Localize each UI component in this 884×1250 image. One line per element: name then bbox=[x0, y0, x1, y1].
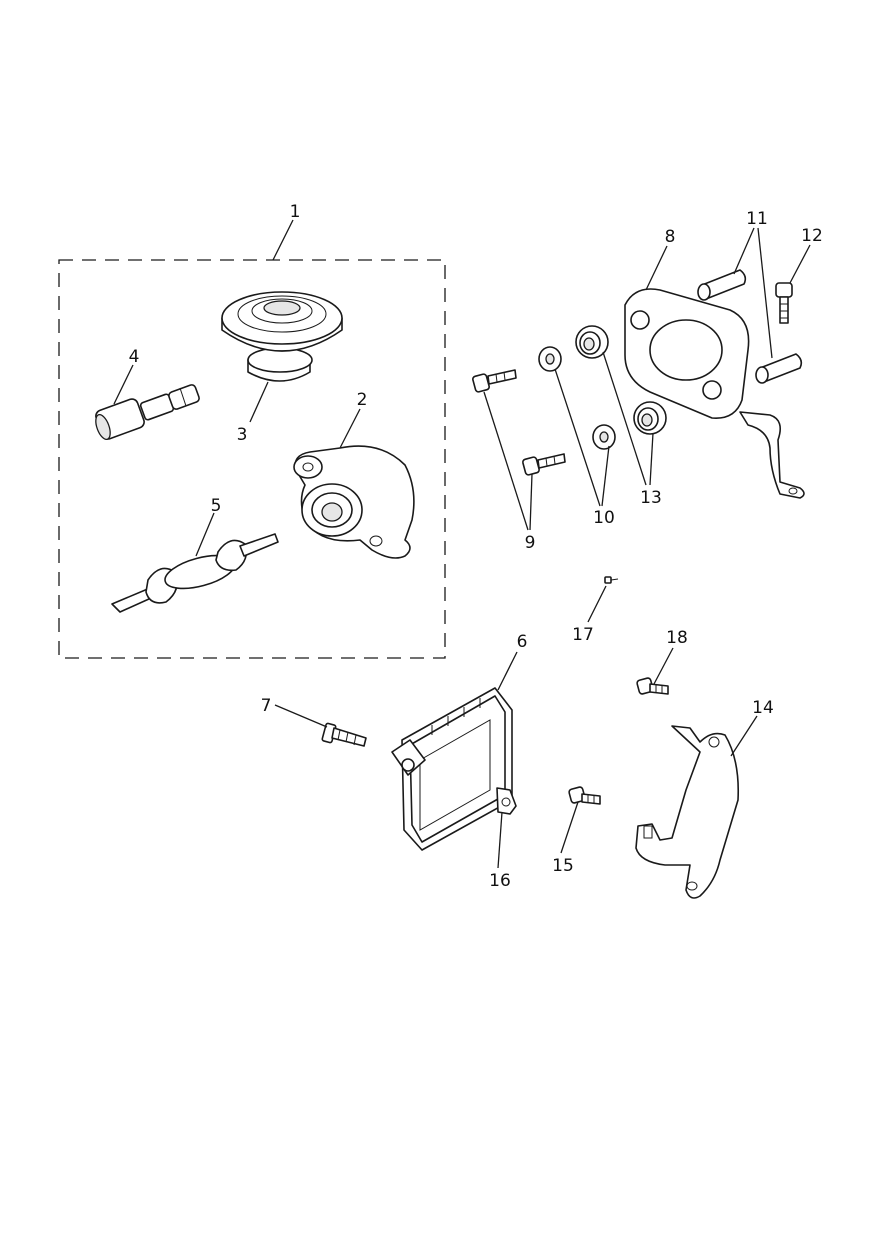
leader-lines bbox=[113, 219, 811, 869]
callout-14: 14 bbox=[752, 698, 774, 718]
grommet-upper-part[interactable] bbox=[575, 325, 609, 359]
callout-10: 10 bbox=[593, 508, 615, 528]
screw-15-part[interactable] bbox=[568, 786, 601, 805]
bolt-upper-part[interactable] bbox=[472, 369, 517, 393]
callout-labels: 1 2 3 4 5 6 7 8 9 10 11 12 13 14 15 16 1… bbox=[129, 202, 823, 891]
screw-18-part[interactable] bbox=[636, 677, 669, 695]
grommet-lower-part[interactable] bbox=[633, 401, 667, 435]
small-bolt-part[interactable] bbox=[775, 282, 793, 324]
callout-15: 15 bbox=[552, 856, 574, 876]
callout-18: 18 bbox=[666, 628, 688, 648]
callout-4: 4 bbox=[129, 347, 140, 367]
fuel-cap-part[interactable] bbox=[221, 291, 343, 382]
ignition-housing-part[interactable] bbox=[293, 445, 415, 559]
callout-17: 17 bbox=[572, 625, 594, 645]
spacer-upper-part[interactable] bbox=[697, 269, 747, 301]
callout-3: 3 bbox=[237, 425, 248, 445]
callout-5: 5 bbox=[211, 496, 222, 516]
tiny-screw-part[interactable] bbox=[604, 576, 619, 584]
washer-upper-part[interactable] bbox=[538, 346, 562, 372]
ecu-module-part[interactable] bbox=[391, 687, 513, 851]
callout-6: 6 bbox=[517, 632, 528, 652]
keys-part[interactable] bbox=[111, 533, 279, 613]
callout-16: 16 bbox=[489, 871, 511, 891]
callout-2: 2 bbox=[357, 390, 368, 410]
callout-9: 9 bbox=[525, 533, 536, 553]
clip-nut-part[interactable] bbox=[496, 787, 517, 815]
bolt-lower-part[interactable] bbox=[522, 453, 566, 476]
mount-bracket-part[interactable] bbox=[635, 725, 740, 899]
callout-8: 8 bbox=[665, 227, 676, 247]
callout-1: 1 bbox=[290, 202, 301, 222]
callout-7: 7 bbox=[261, 696, 272, 716]
callout-11: 11 bbox=[746, 209, 768, 229]
washer-lower-part[interactable] bbox=[592, 424, 616, 450]
spacer-lower-part[interactable] bbox=[755, 353, 803, 384]
kit-dashed-boundary bbox=[58, 259, 446, 659]
long-bolt-part[interactable] bbox=[321, 722, 367, 747]
callout-12: 12 bbox=[801, 226, 823, 246]
bracket-plate-part[interactable] bbox=[624, 288, 805, 499]
callout-13: 13 bbox=[640, 488, 662, 508]
lock-barrel-part[interactable] bbox=[93, 384, 200, 442]
